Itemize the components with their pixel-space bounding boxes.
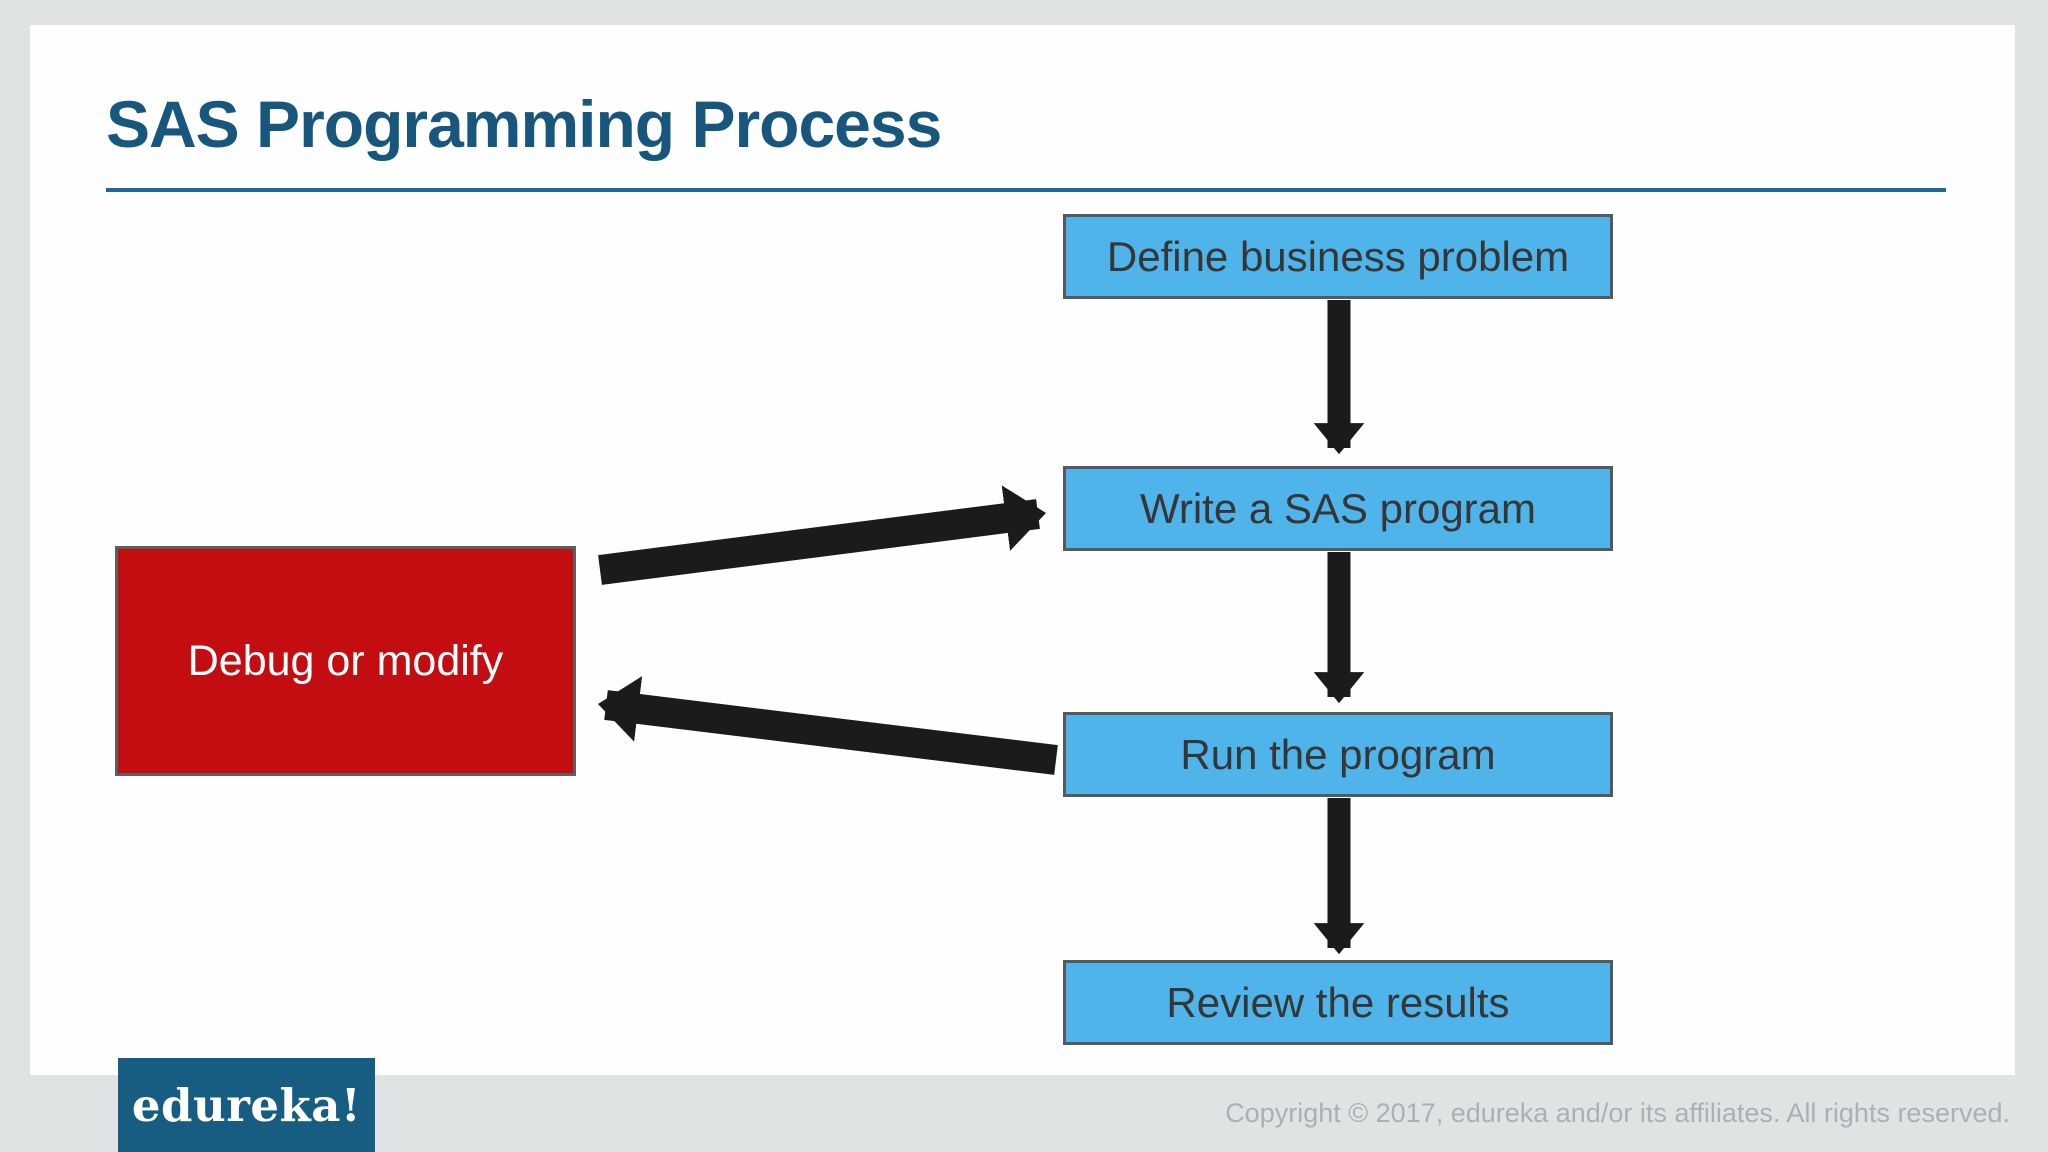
title-underline	[106, 188, 1946, 192]
edureka-logo-text: edureka!	[131, 1078, 362, 1132]
flow-step-review: Review the results	[1063, 960, 1613, 1045]
debug-box: Debug or modify	[115, 546, 576, 776]
flow-step-run: Run the program	[1063, 712, 1613, 797]
flow-step-define: Define business problem	[1063, 214, 1613, 299]
flow-step-run-label: Run the program	[1180, 730, 1496, 778]
flow-step-review-label: Review the results	[1166, 978, 1510, 1026]
copyright-text: Copyright © 2017, edureka and/or its aff…	[1225, 1098, 2010, 1128]
flow-step-write-label: Write a SAS program	[1139, 484, 1537, 532]
footer-strip: Copyright © 2017, edureka and/or its aff…	[0, 1075, 2048, 1152]
edureka-logo: edureka!	[118, 1058, 375, 1152]
debug-box-label: Debug or modify	[187, 636, 504, 685]
page-title: SAS Programming Process	[106, 87, 942, 161]
flow-step-write: Write a SAS program	[1063, 466, 1613, 551]
flow-step-define-label: Define business problem	[1106, 232, 1570, 280]
